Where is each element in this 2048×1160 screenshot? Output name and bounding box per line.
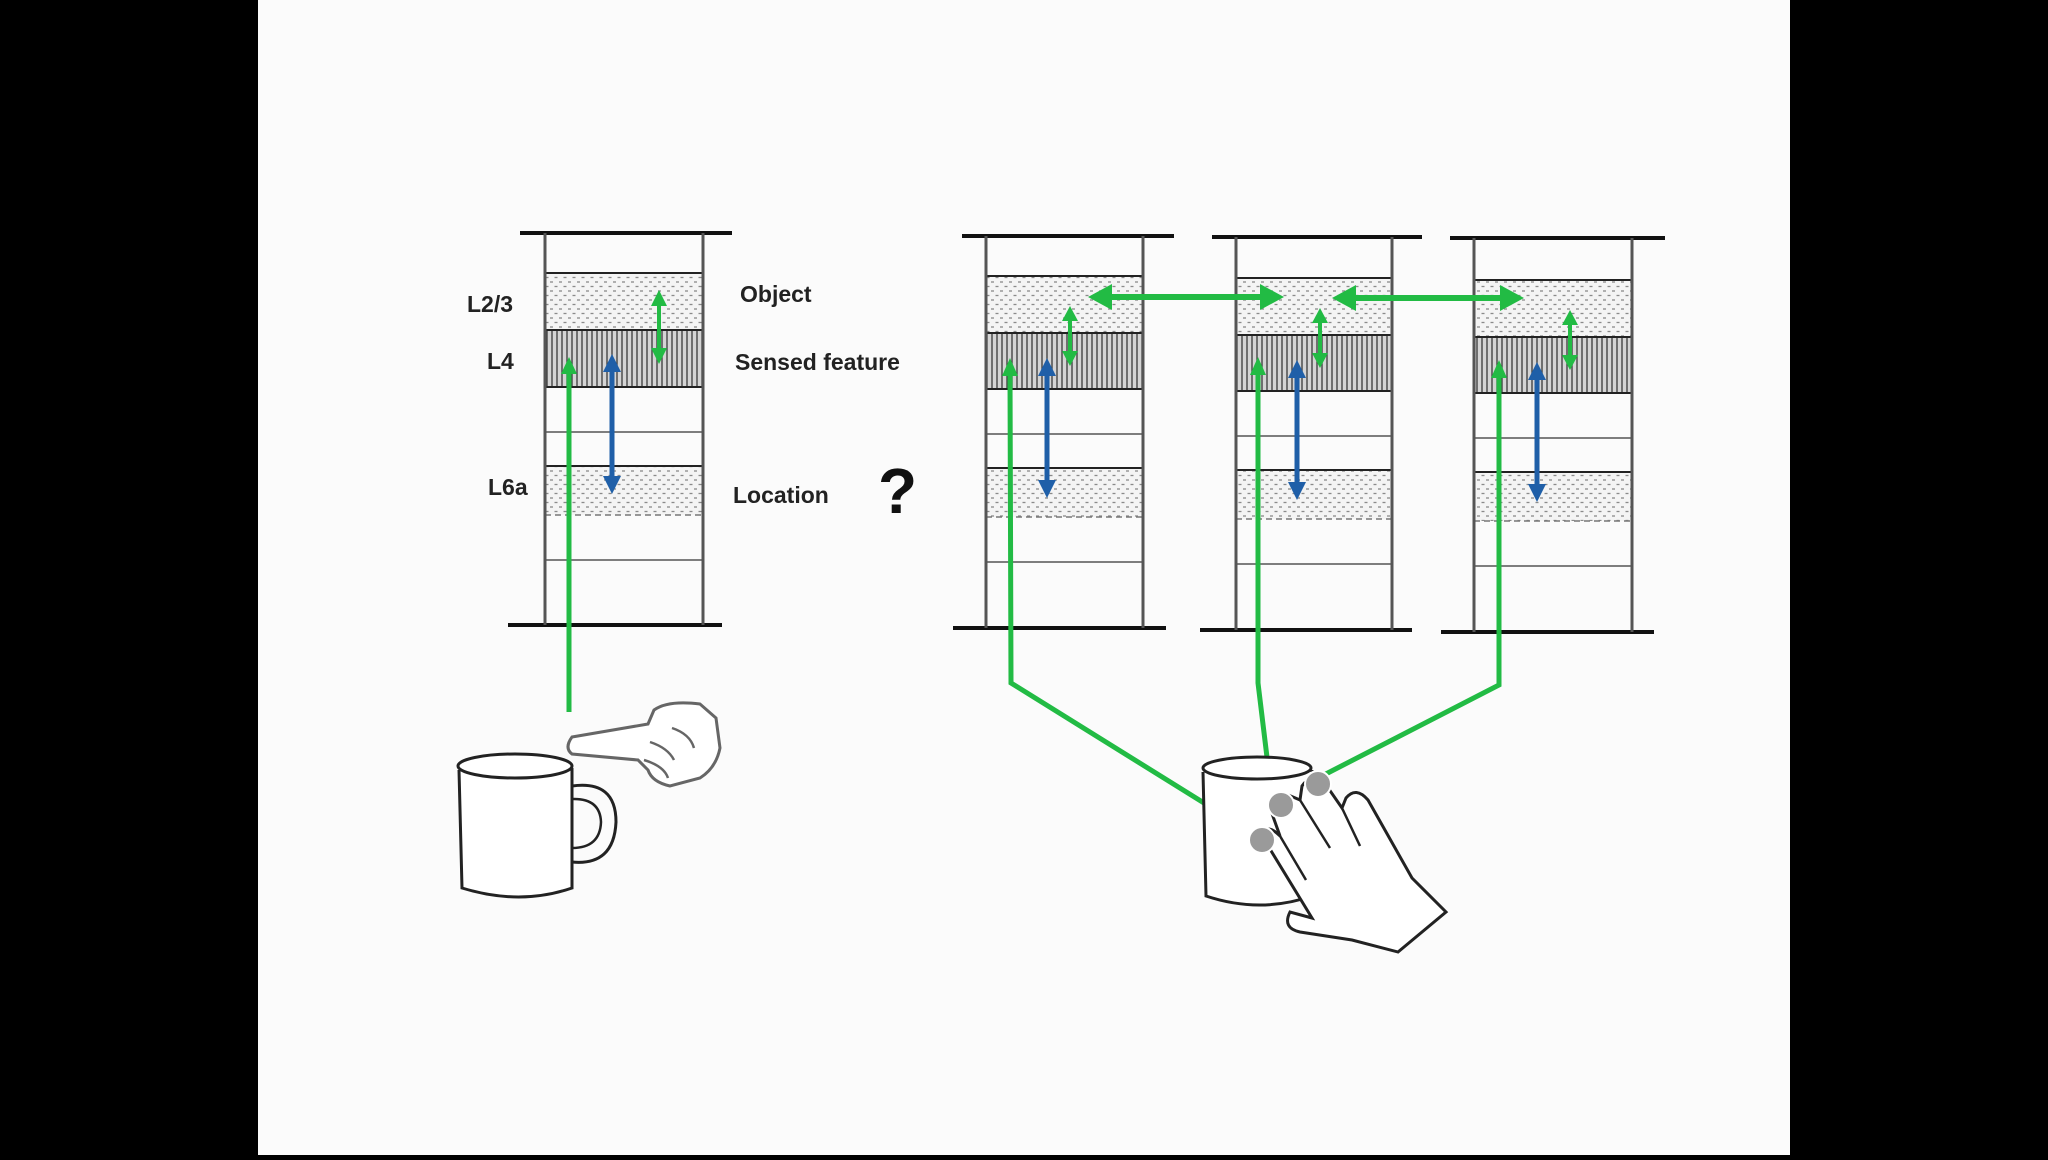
column-1-l4-l23-arrowhead xyxy=(1062,351,1078,366)
single-column xyxy=(508,231,732,712)
label-location: Location xyxy=(733,482,829,508)
layer-l23-band xyxy=(545,274,703,329)
pointing-hand-icon xyxy=(566,701,722,788)
mug-icon xyxy=(456,752,618,899)
column-1-l4-l23-arrowhead xyxy=(1062,306,1078,321)
column-2-l4-l23-arrowhead xyxy=(1312,353,1328,368)
slide-background xyxy=(258,0,1790,1155)
label-l23: L2/3 xyxy=(467,291,513,317)
column-2-l4-l23-arrowhead xyxy=(1312,308,1328,323)
label-l4: L4 xyxy=(487,348,514,374)
column-2-l4-l6a-arrowhead xyxy=(1288,482,1306,500)
column-1-l4-l6a-arrowhead xyxy=(1038,358,1056,376)
question-mark: ? xyxy=(878,455,917,527)
fingertip-dot-icon xyxy=(1248,826,1276,854)
column-2-l4-l6a-arrowhead xyxy=(1288,360,1306,378)
column-1-l23-band xyxy=(986,277,1143,332)
column-3-l4-l23-arrowhead xyxy=(1562,310,1578,325)
column-3-l4-l6a-arrowhead xyxy=(1528,484,1546,502)
column-2-l23-band xyxy=(1236,279,1392,334)
label-object: Object xyxy=(740,281,812,307)
grasping-hand-icon xyxy=(1260,776,1449,954)
column-2-l6a-band xyxy=(1236,471,1392,519)
fingertip-input-lines xyxy=(1002,357,1507,829)
column-2-l4-band xyxy=(1236,336,1392,391)
column-3-l4-l23-arrowhead xyxy=(1562,355,1578,370)
label-l6a: L6a xyxy=(488,474,528,500)
column-3-l23-band xyxy=(1474,281,1632,336)
lateral-object-connections xyxy=(1088,284,1524,311)
multi-column-group xyxy=(953,234,1665,634)
fingertip-dot-icon xyxy=(1267,791,1295,819)
column-1-l4-l6a-arrowhead xyxy=(1038,480,1056,498)
column-3-l4-l6a-arrowhead xyxy=(1528,362,1546,380)
fingertip-dot-icon xyxy=(1304,770,1332,798)
label-sensed-feature: Sensed feature xyxy=(735,349,900,375)
